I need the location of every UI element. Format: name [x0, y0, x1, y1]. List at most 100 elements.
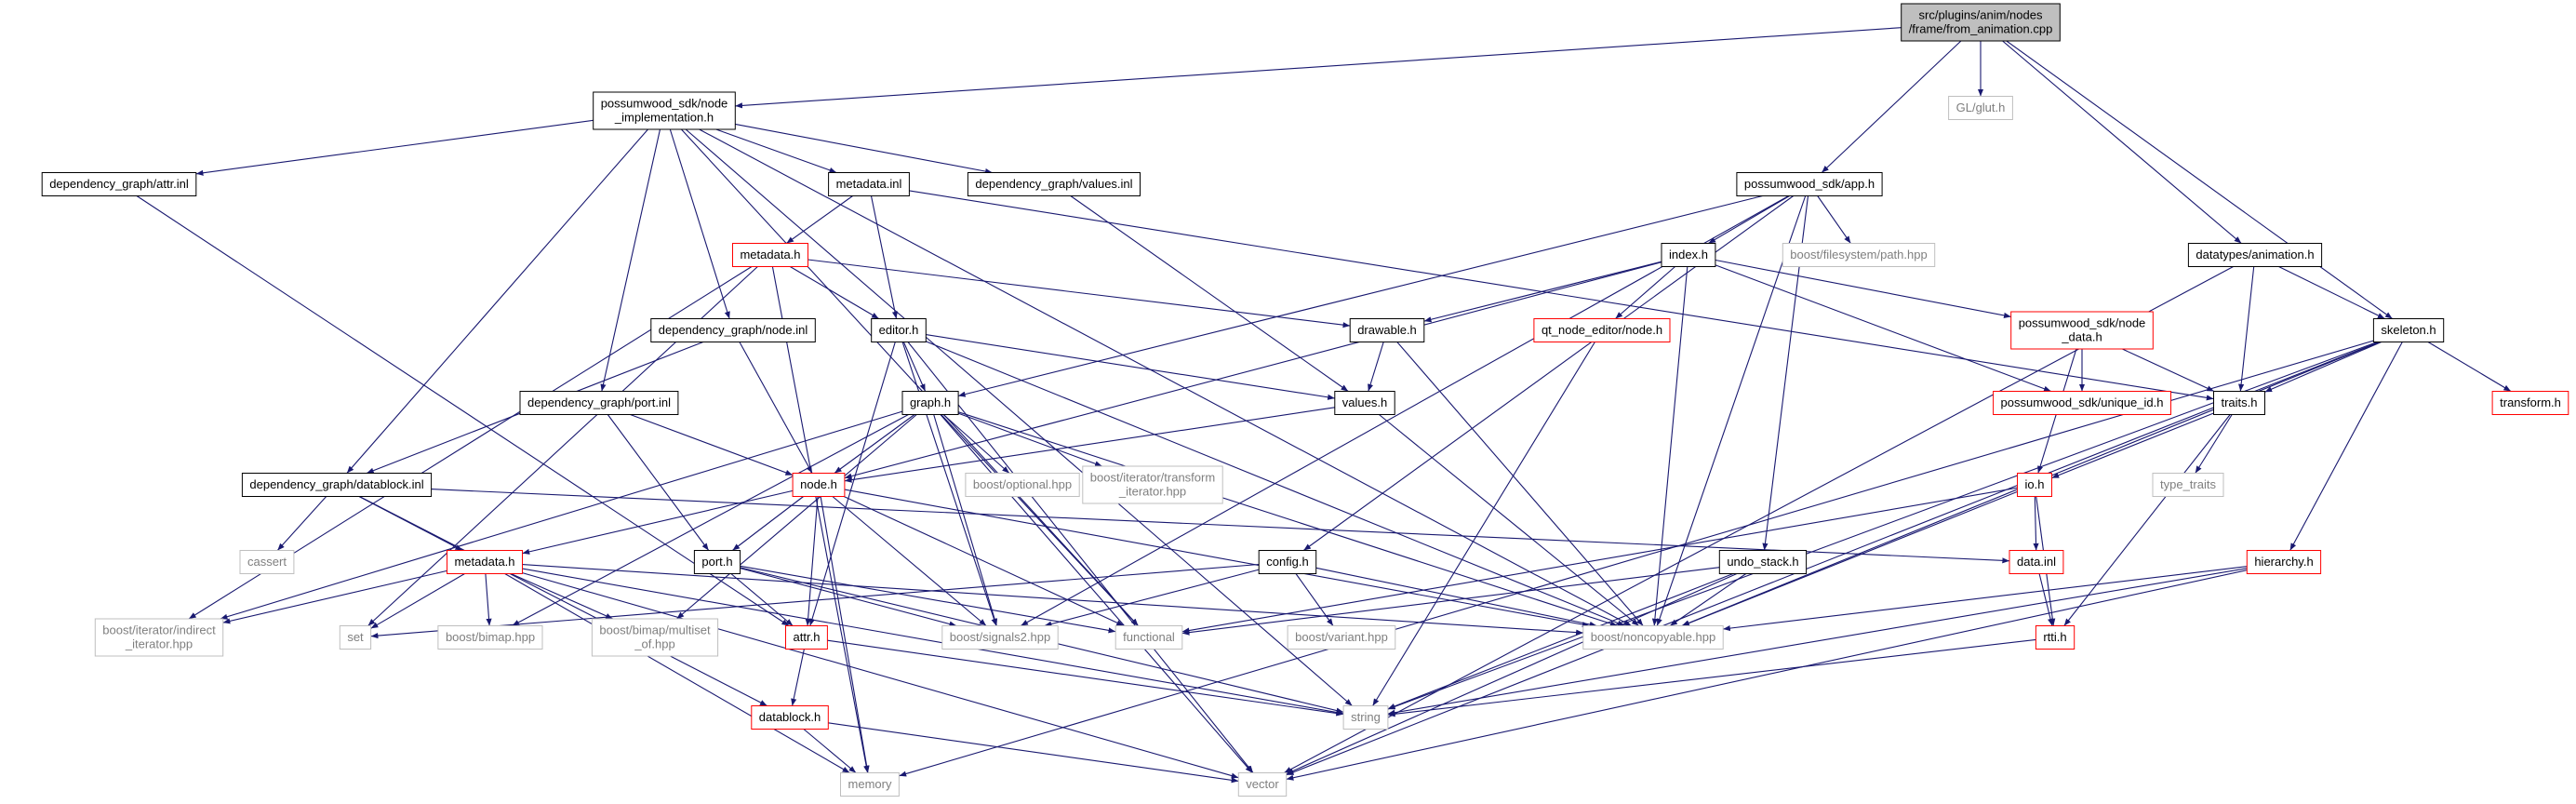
edge-metadata_h1-to-memory — [771, 266, 870, 773]
edge-metadata_h2-to-set — [370, 573, 465, 629]
node-label: dependency_graph/datablock.inl — [249, 477, 423, 491]
node-box — [437, 625, 543, 650]
graph-node-io_h[interactable]: io.h — [2017, 473, 2052, 497]
graph-node-rtti_h[interactable]: rtti.h — [2035, 625, 2075, 650]
node-box — [1948, 96, 2013, 120]
graph-node-datablock_inl[interactable]: dependency_graph/datablock.inl — [241, 473, 433, 497]
edge-traits_h-to-rtti_h — [2063, 414, 2231, 626]
graph-node-port_h[interactable]: port.h — [693, 550, 741, 574]
graph-node-skeleton_h[interactable]: skeleton.h — [2372, 318, 2445, 342]
edge-index_h-to-drawable_h — [1423, 261, 1662, 323]
graph-node-node_h[interactable]: node.h — [792, 473, 846, 497]
graph-node-editor_h[interactable]: editor.h — [871, 318, 927, 342]
node-box — [2035, 625, 2075, 650]
edge-skeleton_h-to-string — [1387, 341, 2378, 710]
graph-node-root[interactable]: src/plugins/anim/nodes/frame/from_animat… — [1901, 3, 2061, 42]
edge-node_h-to-attr_h — [805, 496, 819, 626]
node-box — [792, 473, 846, 497]
node-label: dependency_graph/port.inl — [527, 395, 671, 409]
edge-app_h-to-boost_noncopy — [1656, 195, 1807, 626]
graph-node-attr_h[interactable]: attr.h — [785, 625, 828, 650]
graph-node-config_h[interactable]: config.h — [1258, 550, 1317, 574]
node-label: datatypes/animation.h — [2196, 248, 2314, 261]
graph-node-gl_glut: GL/glut.h — [1948, 96, 2013, 120]
graph-node-traits_h[interactable]: traits.h — [2213, 391, 2265, 415]
edge-graph_h-to-boost_bimap — [512, 414, 909, 626]
node-box — [941, 625, 1059, 650]
graph-node-metadata_h2[interactable]: metadata.h — [447, 550, 523, 574]
graph-node-undo_stack[interactable]: undo_stack.h — [1718, 550, 1808, 574]
edge-io_h-to-boost_noncopy — [1682, 490, 2018, 627]
graph-node-node_data[interactable]: possumwood_sdk/node_data.h — [2010, 311, 2154, 350]
edge-node_h-to-port_h — [732, 496, 804, 551]
node-label: dependency_graph/attr.inl — [49, 177, 189, 191]
edge-hierarchy_h-to-string — [1387, 568, 2248, 716]
graph-node-metadata_inl[interactable]: metadata.inl — [828, 172, 910, 196]
edge-app_h-to-boost_signals — [1021, 195, 1789, 626]
edge-skeleton_h-to-hierarchy_h — [2289, 342, 2403, 551]
edge-metadata_h2-to-boost_noncopy — [522, 564, 1583, 636]
graph-node-values_inl[interactable]: dependency_graph/values.inl — [967, 172, 1141, 196]
node-label: datablock.h — [759, 710, 821, 724]
graph-node-graph_h[interactable]: graph.h — [901, 391, 959, 415]
node-box — [1334, 391, 1395, 415]
graph-node-port_inl[interactable]: dependency_graph/port.inl — [519, 391, 679, 415]
node-box — [1258, 550, 1317, 574]
edge-editor_h-to-graph_h — [902, 342, 927, 392]
node-label: boost/iterator/transform — [1090, 471, 1215, 485]
graph-node-transform_h[interactable]: transform.h — [2491, 391, 2569, 415]
edge-metadata_h2-to-boost_indirect — [222, 570, 447, 624]
graph-node-datablock_h[interactable]: datablock.h — [751, 705, 829, 730]
edge-root-to-app_h — [1821, 40, 1962, 173]
edge-traits_h-to-type_traits — [2195, 414, 2233, 474]
graph-node-anim_h[interactable]: datatypes/animation.h — [2187, 243, 2323, 267]
graph-node-memory: memory — [840, 772, 900, 797]
edge-metadata_inl-to-editor_h — [870, 195, 898, 319]
graph-node-metadata_h1[interactable]: metadata.h — [732, 243, 808, 267]
edge-index_h-to-boost_noncopy — [1651, 266, 1688, 626]
edge-port_inl-to-port_h — [607, 414, 710, 551]
node-box — [1582, 625, 1724, 650]
node-label: traits.h — [2221, 395, 2257, 409]
edge-node_impl-to-node_inl — [669, 128, 730, 319]
graph-node-node_inl[interactable]: dependency_graph/node.inl — [650, 318, 816, 342]
graph-node-app_h[interactable]: possumwood_sdk/app.h — [1736, 172, 1883, 196]
edge-drawable_h-to-boost_noncopy — [1396, 342, 1644, 626]
graph-node-set: set — [339, 625, 372, 650]
graph-node-node_impl[interactable]: possumwood_sdk/node_implementation.h — [593, 91, 736, 130]
graph-node-qt_node[interactable]: qt_node_editor/node.h — [1533, 318, 1671, 342]
edge-datablock_h-to-vector — [828, 722, 1239, 784]
graph-node-data_inl[interactable]: data.inl — [2009, 550, 2064, 574]
node-box — [241, 473, 433, 497]
edge-port_h-to-boost_signals — [740, 568, 957, 627]
graph-node-boost_noncopy: boost/noncopyable.hpp — [1582, 625, 1724, 650]
node-box — [591, 618, 719, 657]
edge-editor_h-to-attr_h — [809, 342, 896, 626]
edge-rtti_h-to-string — [1387, 638, 2036, 717]
graph-node-index_h[interactable]: index.h — [1661, 243, 1716, 267]
graph-node-attr_inl[interactable]: dependency_graph/attr.inl — [41, 172, 197, 196]
graph-node-values_h[interactable]: values.h — [1334, 391, 1395, 415]
graph-node-hierarchy_h[interactable]: hierarchy.h — [2246, 550, 2322, 574]
node-box — [1349, 318, 1425, 342]
edge-node_impl-to-string — [685, 128, 1353, 706]
edge-index_h-to-unique_id — [1715, 264, 2051, 393]
edge-metadata_h2-to-boost_multiset — [510, 572, 614, 620]
graph-node-drawable_h[interactable]: drawable.h — [1349, 318, 1425, 342]
edge-skeleton_h-to-traits_h — [2264, 341, 2382, 393]
graph-node-vector: vector — [1237, 772, 1288, 797]
edge-traits_h-to-io_h — [2051, 412, 2214, 479]
nodes-layer: src/plugins/anim/nodes/frame/from_animat… — [41, 3, 2569, 797]
edge-node_impl-to-values_inl — [735, 123, 993, 175]
node-box — [1782, 243, 1936, 267]
edges-layer — [136, 27, 2512, 784]
edge-anim_h-to-skeleton_h — [2278, 266, 2385, 319]
edge-datablock_inl-to-data_inl — [431, 489, 2010, 564]
node-label: possumwood_sdk/app.h — [1744, 177, 1875, 191]
graph-node-unique_id[interactable]: possumwood_sdk/unique_id.h — [1993, 391, 2172, 415]
edge-undo_stack-to-boost_noncopy — [1669, 573, 1747, 626]
node-label: _implementation.h — [614, 111, 714, 125]
node-box — [1237, 772, 1288, 797]
node-label: io.h — [2025, 477, 2045, 491]
edge-node_h-to-functional — [843, 496, 1125, 626]
